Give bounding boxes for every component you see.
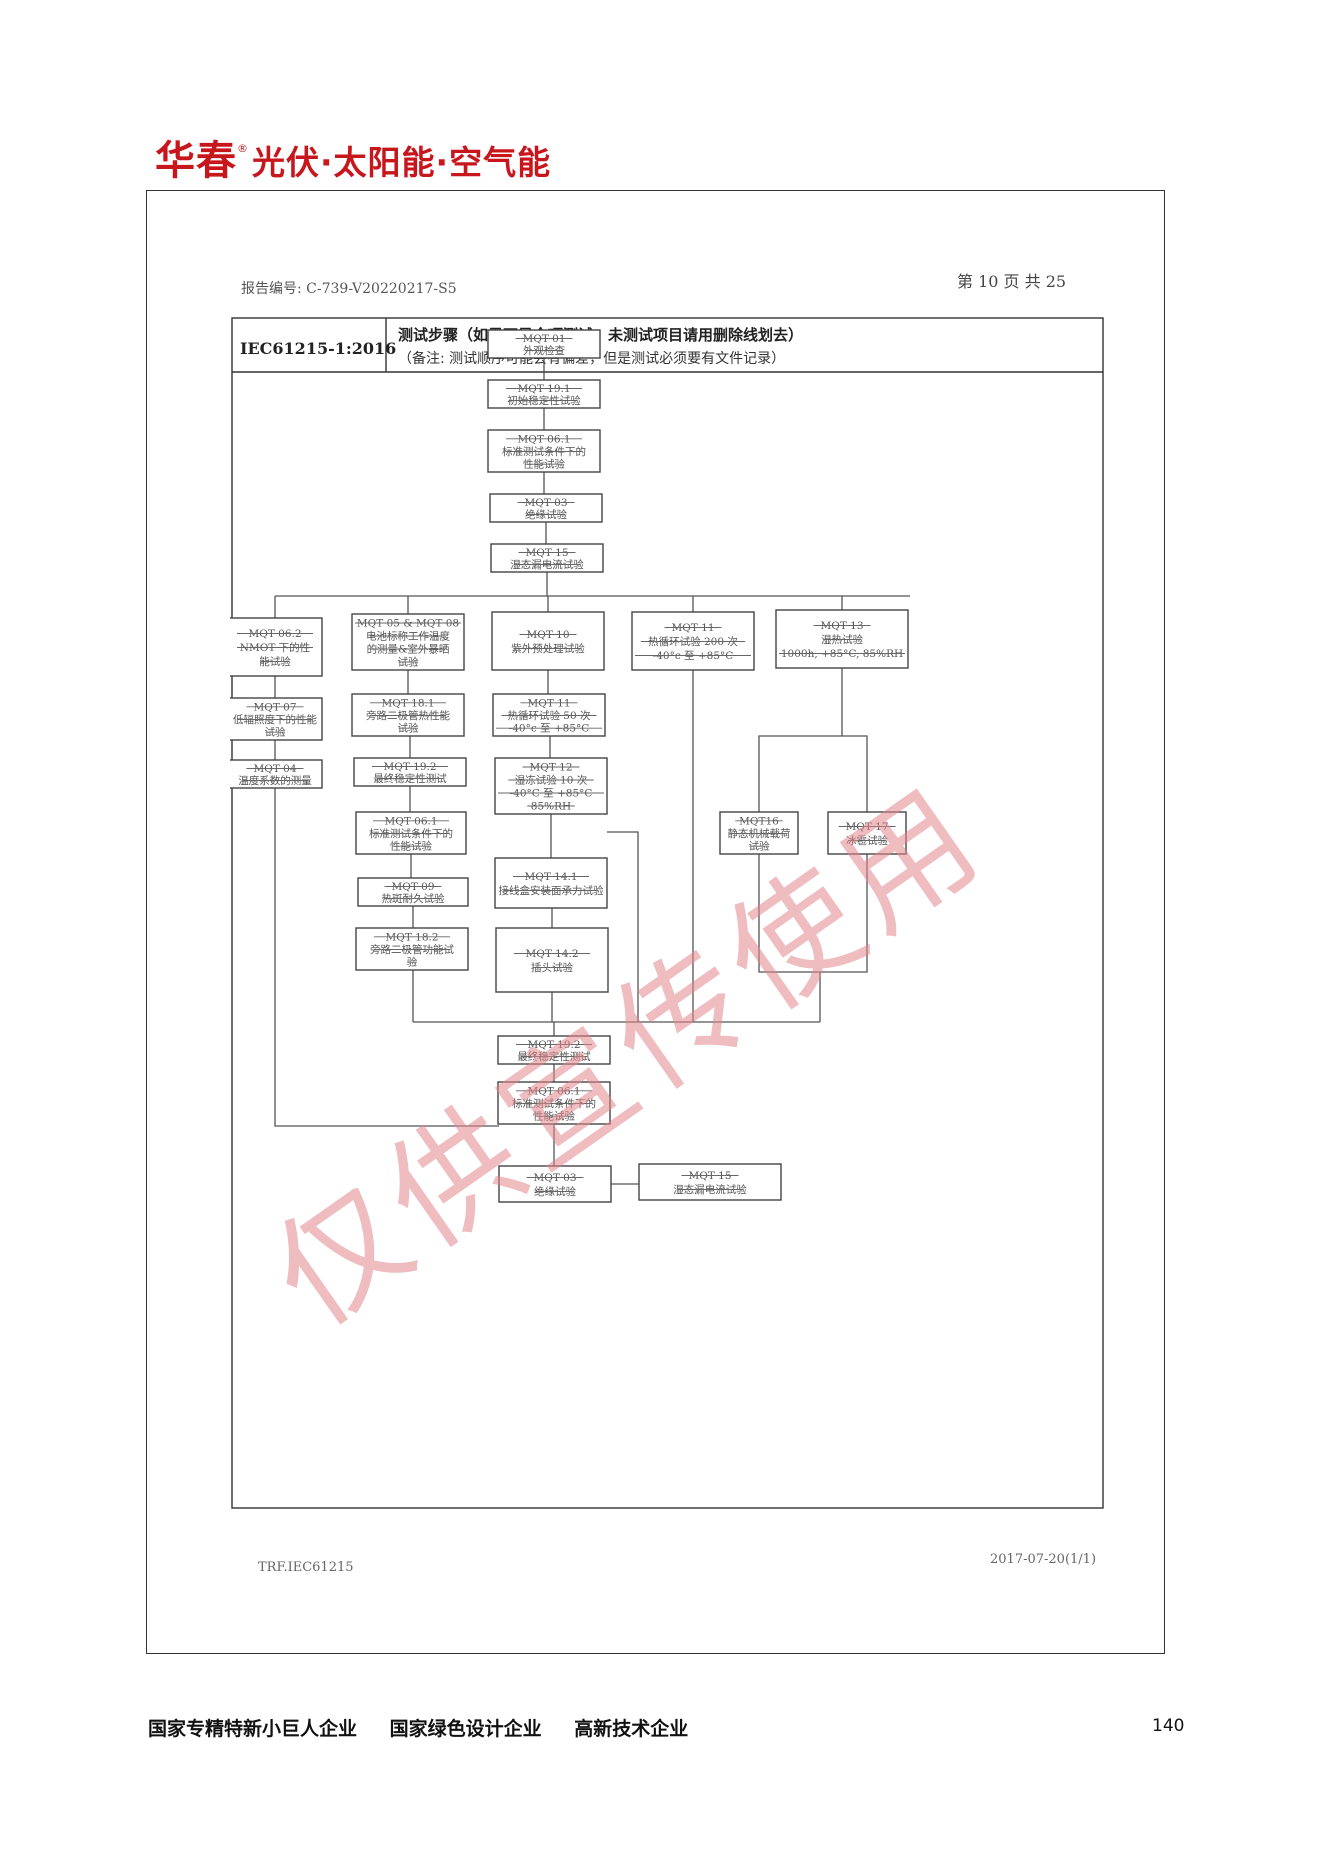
flow-step-text: MQT 19.1	[517, 383, 570, 395]
registered-mark: ®	[237, 142, 248, 155]
flow-step-text: MQT 03	[524, 497, 567, 509]
slogan-3: 高新技术企业	[574, 1718, 689, 1740]
test-sequence-flowchart: IEC61215-1:2016 测试步骤（如果不是全项测试，未测试项目请用删除线…	[230, 317, 1104, 1509]
flow-step-text: MQT 11	[671, 622, 714, 634]
flow-step-text: MQT 06.1	[517, 433, 570, 445]
revision-date: 2017-07-20(1/1)	[990, 1552, 1097, 1567]
flow-step-text: 1000h, +85°C, 85%RH	[781, 648, 903, 660]
flow-step-text: MQT 06.1	[384, 815, 437, 827]
page-info: 第 10 页 共 25	[957, 272, 1067, 291]
flow-step-text: MQT 11	[527, 697, 570, 709]
flow-step-text: MQT 12	[529, 762, 572, 774]
slogan-1: 国家专精特新小巨人企业	[148, 1718, 358, 1740]
flow-step-text: MQT 09	[391, 881, 434, 893]
flow-step-text: MQT 03	[533, 1172, 576, 1184]
flow-step-text: MQT16	[739, 815, 779, 827]
flow-step-text: MQT 17	[845, 821, 888, 833]
flow-step-text: MQT 15	[525, 547, 568, 559]
flow-step-text: -40°C 至 +85°C	[510, 788, 593, 800]
flow-step-text: MQT 19.2	[383, 761, 436, 773]
flow-step-text: MQT 18.1	[381, 697, 434, 709]
scanned-page-frame	[146, 190, 1165, 1654]
page-number: 140	[1152, 1716, 1185, 1736]
flow-step-text: MQT 06.2	[248, 628, 301, 640]
flow-step-text: MQT 07	[253, 701, 296, 713]
flow-step-text: MQT 06.1	[527, 1085, 580, 1097]
footer-slogans: 国家专精特新小巨人企业 国家绿色设计企业 高新技术企业	[148, 1714, 714, 1741]
flow-step-text: -40°c 至 +85°C	[509, 723, 590, 735]
flow-step-text: MQT 04	[253, 763, 296, 775]
flow-connectors	[274, 358, 910, 1185]
flow-step-text: MQT 15	[688, 1170, 731, 1182]
form-id: TRF.IEC61215	[258, 1560, 354, 1575]
flow-step-text: MQT 19.2	[527, 1039, 580, 1051]
standard-label: IEC61215-1:2016	[240, 339, 396, 358]
report-number: 报告编号: C-739-V20220217-S5	[241, 281, 457, 297]
flow-step-text: MQT 14.2	[525, 948, 578, 960]
flow-step-text: MQT 14.1	[524, 871, 577, 883]
flow-step-text: MQT 10	[526, 629, 569, 641]
flow-step-text: MQT 13	[820, 620, 863, 632]
slogan-2: 国家绿色设计企业	[389, 1718, 542, 1740]
flow-step-text: MQT 05 & MQT 08	[357, 618, 459, 630]
flow-step-text: -40°c 至 +85°C	[653, 650, 734, 662]
brand-tagline: 光伏·太阳能·空气能	[252, 143, 552, 182]
flow-step-text: 85%RH	[531, 801, 571, 813]
flow-step-text: MQT 18.2	[385, 931, 438, 943]
brand-name: 华春	[155, 138, 237, 184]
table-border	[231, 317, 1104, 1509]
flow-step-text: MQT 01	[522, 333, 565, 345]
company-logo: 华春 ® 光伏·太阳能·空气能	[155, 128, 551, 184]
